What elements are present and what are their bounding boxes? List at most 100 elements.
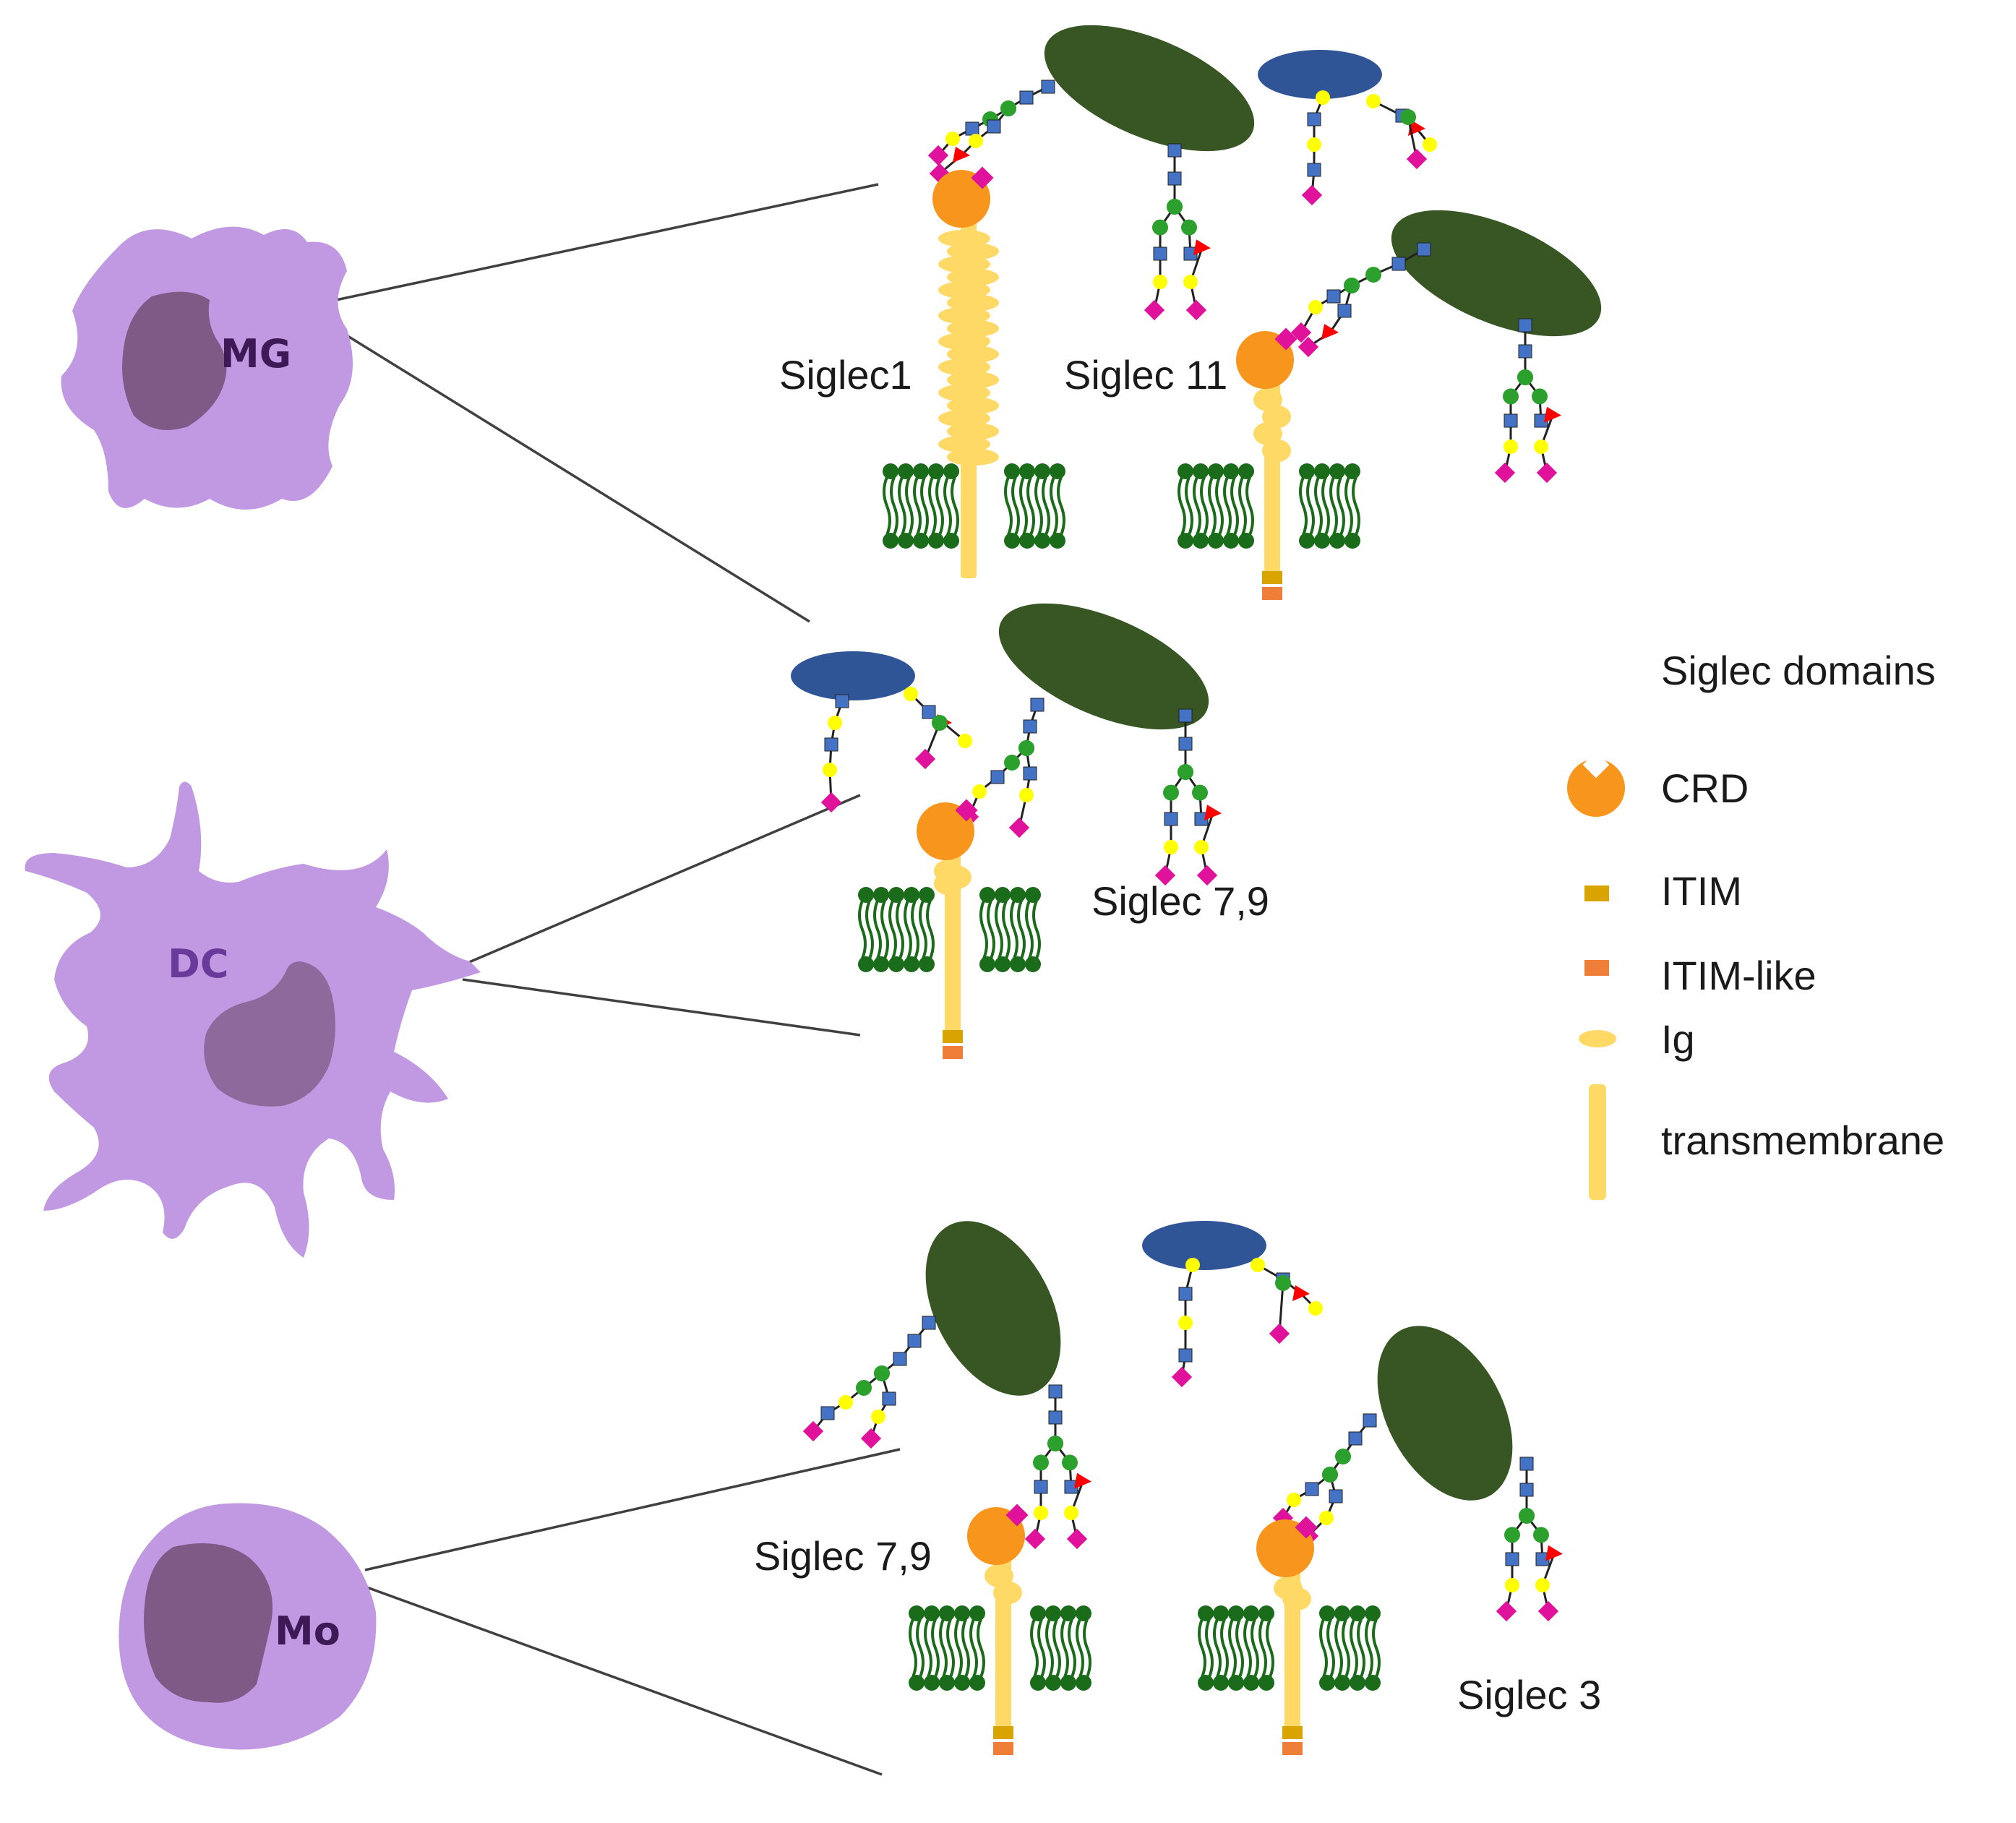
ig-domain (1262, 439, 1291, 463)
glcnac-square (1034, 1480, 1048, 1494)
glcnac-square (987, 119, 1001, 134)
glycoprotein-green (1391, 210, 1602, 337)
glycoprotein-green (925, 1221, 1061, 1396)
sialic-acid-diamond (860, 1428, 882, 1449)
lipid (872, 885, 891, 974)
crd-domain (1236, 331, 1294, 389)
glycan (820, 694, 849, 813)
sialic-acid-diamond (914, 748, 936, 770)
sialic-acid-diamond (1171, 1366, 1193, 1388)
glycan (1496, 1457, 1535, 1622)
ig-domain (947, 448, 999, 466)
lipid (922, 1604, 941, 1692)
fucose-triangle (1292, 1285, 1310, 1301)
lipid (917, 885, 936, 974)
glcnac-square (1348, 1431, 1363, 1446)
ig-domain (993, 1581, 1022, 1605)
galactose-circle (1164, 840, 1178, 854)
dendritic-nucleus (204, 961, 335, 1107)
galactose-circle (1504, 439, 1518, 454)
mannose-circle (1275, 1275, 1291, 1291)
galactose-circle (1534, 439, 1548, 454)
label-siglec3: Siglec 3 (1457, 1672, 1602, 1717)
legend-icons (1567, 751, 1625, 1200)
lipid (1029, 1604, 1047, 1692)
lipid (968, 1604, 987, 1692)
glcnac-square (835, 694, 849, 708)
sialic-acid-diamond (1297, 336, 1319, 358)
lipid (1343, 462, 1362, 550)
sialic-acid-diamond (1269, 1323, 1290, 1344)
galactose-circle (1423, 137, 1437, 152)
glcnac-square (1519, 1483, 1534, 1497)
connector-line (335, 183, 879, 301)
galactose-circle (958, 734, 972, 748)
crd-domain (932, 170, 990, 228)
galactose-circle (1366, 94, 1381, 108)
bound-sialic-acid (1274, 327, 1297, 351)
glcnac-square (1391, 257, 1406, 271)
siglec-receptors (917, 166, 1318, 1755)
glcnac-square (1337, 304, 1352, 318)
transmembrane-stalk (1284, 1570, 1300, 1733)
itim-motif (1282, 1726, 1303, 1739)
lipid (1024, 885, 1042, 974)
mannose-circle (1344, 278, 1360, 293)
sialic-acid-diamond (1290, 322, 1312, 343)
cells (25, 226, 481, 1750)
mannose-circle (1400, 109, 1416, 125)
itim-like-motif (1262, 587, 1282, 600)
glycoprotein-blue (1258, 50, 1382, 99)
lipid (1318, 1604, 1337, 1692)
lipid (1018, 462, 1037, 550)
lipid (887, 885, 906, 974)
legend-label-crd: CRD (1661, 765, 1749, 811)
lipid (993, 885, 1012, 974)
itim-motif (943, 1030, 963, 1043)
glcnac-square (1023, 766, 1037, 781)
cell-label-dc: DC (168, 941, 229, 987)
lipid (907, 1604, 926, 1692)
lipid (978, 885, 997, 974)
lipid (942, 462, 961, 550)
glcnac-square (1019, 90, 1034, 105)
galactose-circle (1308, 1301, 1323, 1316)
glycan (860, 1365, 896, 1449)
sialic-acid-diamond (1196, 865, 1218, 886)
glcnac-square (1167, 171, 1182, 186)
label-siglec79-dc: Siglec 7,9 (1091, 878, 1269, 924)
sialic-acid-diamond (1154, 865, 1176, 886)
crd-domain (917, 802, 974, 860)
lipid (1074, 1604, 1093, 1692)
glcnac-square (1504, 413, 1518, 428)
mannose-circle (1503, 388, 1519, 405)
legend-label-ig: Ig (1661, 1016, 1695, 1062)
mannose-circle (1322, 1467, 1338, 1483)
sialic-acid-diamond (1406, 148, 1428, 170)
transmembrane-icon (1589, 1084, 1606, 1200)
lipid (896, 462, 915, 550)
glycan (1519, 1508, 1563, 1622)
bound-sialic-acid (955, 799, 978, 822)
cell-label-mo: Mo (275, 1608, 340, 1654)
lipid (1242, 1604, 1261, 1692)
galactose-circle (1319, 1511, 1334, 1525)
ig-domain (934, 872, 963, 896)
glcnac-square (1048, 1410, 1063, 1425)
legend-label-itim-like: ITIM-like (1661, 953, 1816, 998)
ligand-proteins (791, 25, 1602, 1501)
glycan (914, 715, 948, 770)
glcnac-square (1023, 719, 1037, 734)
glycan (802, 1316, 936, 1442)
lipid (1176, 462, 1195, 550)
glycoprotein-green (1044, 25, 1255, 152)
mannose-circle (1167, 199, 1183, 215)
lipid (1059, 1604, 1078, 1692)
label-siglec1: Siglec1 (779, 352, 912, 398)
glcnac-square (893, 1352, 907, 1366)
galactose-circle (1307, 137, 1321, 152)
fucose-triangle (1321, 324, 1339, 340)
glycan (929, 100, 1016, 184)
